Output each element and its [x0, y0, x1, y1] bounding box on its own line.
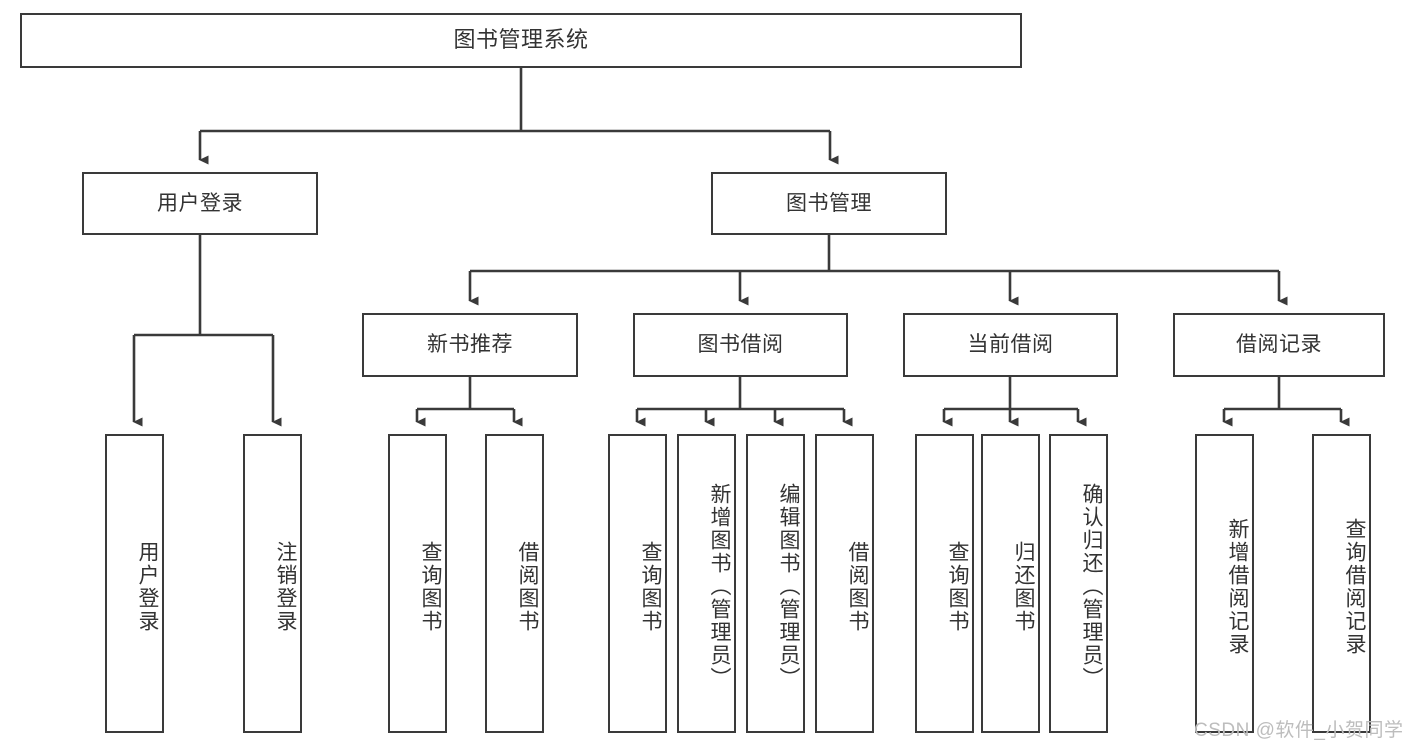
node-label: 查询图书	[419, 540, 442, 633]
leaf-current-borrow-return[interactable]: 归还图书	[981, 434, 1040, 733]
node-label: 新书推荐	[427, 333, 513, 357]
node-label: 归还图书	[1012, 540, 1035, 633]
leaf-current-borrow-query[interactable]: 查询图书	[915, 434, 974, 733]
node-user-login[interactable]: 用户登录	[82, 172, 318, 235]
node-book-borrow[interactable]: 图书借阅	[633, 313, 848, 377]
leaf-new-book-query[interactable]: 查询图书	[388, 434, 447, 733]
leaf-borrow-record-add[interactable]: 新增借阅记录	[1195, 434, 1254, 733]
leaf-book-borrow-query[interactable]: 查询图书	[608, 434, 667, 733]
node-label: 用户登录	[136, 540, 159, 633]
node-borrow-record[interactable]: 借阅记录	[1173, 313, 1385, 377]
node-label: 新增图书（管理员）	[708, 483, 731, 690]
node-label: 图书管理	[786, 191, 872, 215]
node-label: 注销登录	[274, 540, 297, 633]
node-label: 用户登录	[157, 191, 243, 215]
node-label: 新增借阅记录	[1226, 517, 1249, 656]
leaf-user-login-signin[interactable]: 用户登录	[105, 434, 164, 733]
node-current-borrow[interactable]: 当前借阅	[903, 313, 1118, 377]
node-label: 图书借阅	[697, 333, 784, 357]
watermark-text: CSDN @软件_小贺同学	[1194, 720, 1404, 741]
node-label: 查询图书	[946, 540, 969, 633]
node-label: 查询借阅记录	[1343, 517, 1366, 656]
node-root-system[interactable]: 图书管理系统	[20, 13, 1022, 68]
node-label: 图书管理系统	[453, 27, 589, 53]
leaf-user-login-signout[interactable]: 注销登录	[243, 434, 302, 733]
node-label: 借阅图书	[846, 540, 869, 633]
node-label: 借阅记录	[1236, 333, 1322, 357]
leaf-borrow-record-query[interactable]: 查询借阅记录	[1312, 434, 1371, 733]
node-book-management[interactable]: 图书管理	[711, 172, 947, 235]
node-label: 查询图书	[639, 540, 662, 633]
node-label: 当前借阅	[967, 333, 1054, 357]
node-new-book-recommend[interactable]: 新书推荐	[362, 313, 578, 377]
node-label: 借阅图书	[516, 540, 539, 633]
node-label: 编辑图书（管理员）	[777, 483, 800, 690]
leaf-new-book-borrow[interactable]: 借阅图书	[485, 434, 544, 733]
csdn-watermark: CSDN @软件_小贺同学	[1194, 715, 1403, 742]
node-label: 确认归还（管理员）	[1080, 483, 1103, 690]
leaf-current-borrow-confirm-return[interactable]: 确认归还（管理员）	[1049, 434, 1108, 733]
leaf-book-borrow-edit[interactable]: 编辑图书（管理员）	[746, 434, 805, 733]
leaf-book-borrow-add[interactable]: 新增图书（管理员）	[677, 434, 736, 733]
leaf-book-borrow-lend[interactable]: 借阅图书	[815, 434, 874, 733]
